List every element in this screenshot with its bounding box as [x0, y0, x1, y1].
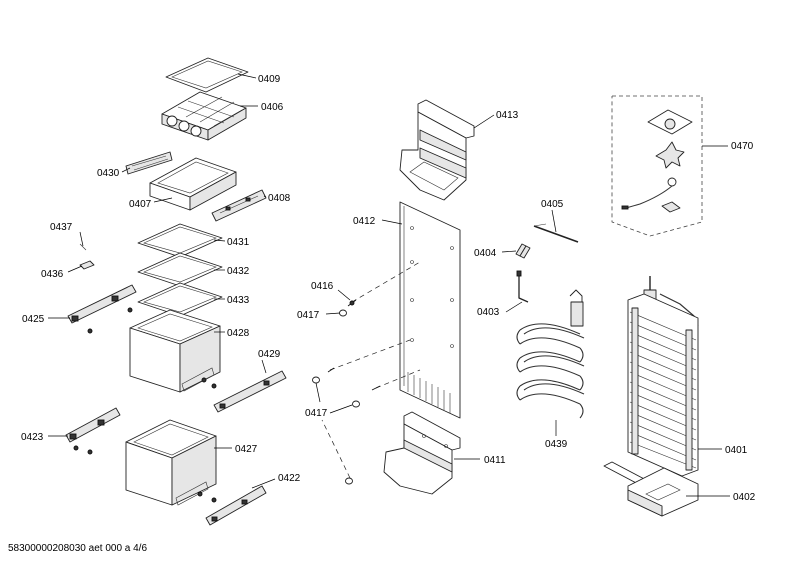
part-0422-runner	[197, 485, 267, 526]
label-0404: 0404	[474, 248, 497, 259]
part-0428-freezer-drawer	[129, 309, 221, 393]
leader-lines	[48, 73, 730, 497]
part-0408-trim-strip	[211, 189, 267, 222]
part-0401-evaporator	[627, 276, 699, 477]
label-0402: 0402	[733, 492, 756, 503]
label-0436: 0436	[41, 269, 64, 280]
part-0417-clip-upper	[339, 309, 347, 317]
label-0433: 0433	[227, 295, 250, 306]
label-0430: 0430	[97, 168, 120, 179]
part-0407-ice-drawer	[149, 157, 237, 211]
part-0432-shelf	[137, 252, 223, 287]
part-0470-fan-assembly	[611, 95, 703, 237]
label-0431: 0431	[227, 237, 250, 248]
part-0405-rod	[533, 223, 579, 243]
label-0437: 0437	[50, 222, 73, 233]
label-0429: 0429	[258, 349, 281, 360]
label-0408: 0408	[268, 193, 291, 204]
label-0428: 0428	[227, 328, 250, 339]
label-0407: 0407	[129, 199, 152, 210]
part-0423-slide-rail	[65, 407, 121, 455]
part-0404-bracket	[515, 243, 531, 259]
part-0416-screw	[347, 261, 421, 307]
part-0429-runner	[201, 370, 287, 413]
label-0411: 0411	[484, 455, 506, 466]
label-0439: 0439	[545, 439, 568, 450]
part-0417-clips-lower	[312, 339, 421, 485]
label-0423: 0423	[21, 432, 44, 443]
label-0432: 0432	[227, 266, 250, 277]
part-0433-shelf	[137, 282, 223, 317]
label-0422: 0422	[278, 473, 301, 484]
part-0406-ice-tray	[161, 91, 247, 141]
label-0403: 0403	[477, 307, 500, 318]
label-0405: 0405	[541, 199, 564, 210]
label-0409: 0409	[258, 74, 281, 85]
label-0470: 0470	[731, 141, 754, 152]
part-0430-trim-strip	[125, 151, 173, 175]
label-0416: 0416	[311, 281, 334, 292]
document-id: 58300000208030 aet 000 a 4/6	[8, 543, 147, 554]
label-0417-lower: 0417	[305, 408, 328, 419]
part-0437-pin	[79, 243, 87, 251]
part-0431-shelf	[137, 223, 223, 258]
part-0436-block	[79, 260, 95, 270]
label-0412: 0412	[353, 216, 376, 227]
label-0406: 0406	[261, 102, 284, 113]
label-0417-upper: 0417	[297, 310, 320, 321]
part-0439-heater-coil	[516, 289, 585, 419]
part-0427-freezer-drawer	[125, 419, 217, 506]
part-labels: 0409 0406 0430 0407 0408 0437 0436 0431 …	[21, 74, 756, 503]
label-0425: 0425	[22, 314, 45, 325]
label-0401: 0401	[725, 445, 748, 456]
part-0425-slide-rail	[67, 284, 137, 334]
part-0411-lower-cover	[383, 411, 461, 495]
part-0403-sensor	[516, 270, 529, 303]
part-0402-drip-tray	[603, 461, 699, 517]
label-0427: 0427	[235, 444, 258, 455]
label-0413: 0413	[496, 110, 519, 121]
part-0409-tray-lid	[165, 57, 249, 93]
part-0413-upper-cover	[399, 99, 475, 201]
part-0412-rear-panel	[399, 201, 461, 419]
